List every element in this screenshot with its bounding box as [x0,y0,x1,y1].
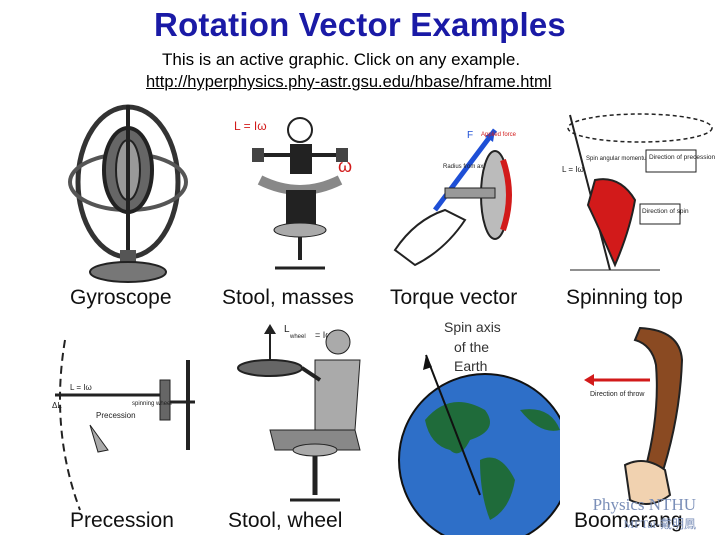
top-dirspin-annot: Direction of spin [642,208,689,215]
torque-vector-label: Torque vector [390,286,518,309]
example-gyroscope[interactable]: Gyroscope [60,100,220,315]
spinning-top-label: Spinning top [566,286,683,309]
precession-illustration: L = Iω ΔL Precession spinning wheel [52,339,195,511]
watermark: Physics NTHU MFTai-戴明鳳 [593,495,696,532]
watermark-line2: MFTai-戴明鳳 [623,517,697,531]
top-L-annot: L = Iω [562,165,584,174]
example-stool-masses[interactable]: L = Iω ω Stool, masses [220,100,380,315]
top-spin-annot: Spin angular momentum [586,156,651,162]
page-title: Rotation Vector Examples [154,6,566,43]
example-torque-vector[interactable]: F Applied force Radius from axis Torque … [385,100,560,315]
example-precession[interactable]: L = Iω ΔL Precession spinning wheel Prec… [40,320,220,535]
top-precession-annot: Direction of precession [649,154,715,161]
stool-wheel-label: Stool, wheel [228,509,343,532]
earth-illustration: Spin axis of the Earth [398,320,560,535]
stool-wheel-illustration: L wheel = Iω [237,324,361,502]
boomerang-illustration: Direction of throw [584,326,684,505]
precession-L-annot: L = Iω [70,383,92,392]
stool-wheel-wheel-annot: wheel [289,334,306,340]
gyroscope-label: Gyroscope [70,286,172,309]
example-earth-spin-axis[interactable]: Spin axis of the Earth [390,320,560,535]
boomerang-label: Boomerang [574,509,683,532]
earth-line3: Earth [454,358,487,374]
precession-wheel-annot: spinning wheel [132,401,172,407]
precession-prec-annot: Precession [96,411,136,420]
stool-masses-label: Stool, masses [222,286,354,309]
torque-vector-illustration: F Applied force Radius from axis [393,128,517,267]
spinning-top-illustration: L = Iω Spin angular momentum Direction o… [562,113,715,271]
earth-line2: of the [454,339,489,355]
boomerang-dir-annot: Direction of throw [590,391,645,398]
torque-F-annot: F [467,130,473,141]
page-subtitle: This is an active graphic. Click on any … [162,50,521,69]
stool-masses-L-annot: L = Iω [234,119,267,133]
stool-masses-illustration: L = Iω ω [234,117,352,270]
gyroscope-illustration [68,104,188,283]
torque-radius-annot: Radius from axis [443,164,488,170]
example-boomerang[interactable]: Direction of throw Boomerang [560,320,720,535]
precession-dL-annot: ΔL [52,401,62,410]
torque-applied-annot: Applied force [481,132,517,138]
stool-wheel-L-annot: L [284,324,290,335]
earth-line1: Spin axis [444,320,501,335]
stool-masses-omega-annot: ω [338,156,352,176]
example-spinning-top[interactable]: L = Iω Spin angular momentum Direction o… [560,100,720,315]
example-stool-wheel[interactable]: L wheel = Iω Stool, wheel [220,320,385,535]
precession-label: Precession [70,509,174,532]
stool-wheel-eq-annot: = Iω [315,330,332,340]
watermark-line1: Physics NTHU [592,495,696,514]
source-link[interactable]: http://hyperphysics.phy-astr.gsu.edu/hba… [146,73,552,91]
